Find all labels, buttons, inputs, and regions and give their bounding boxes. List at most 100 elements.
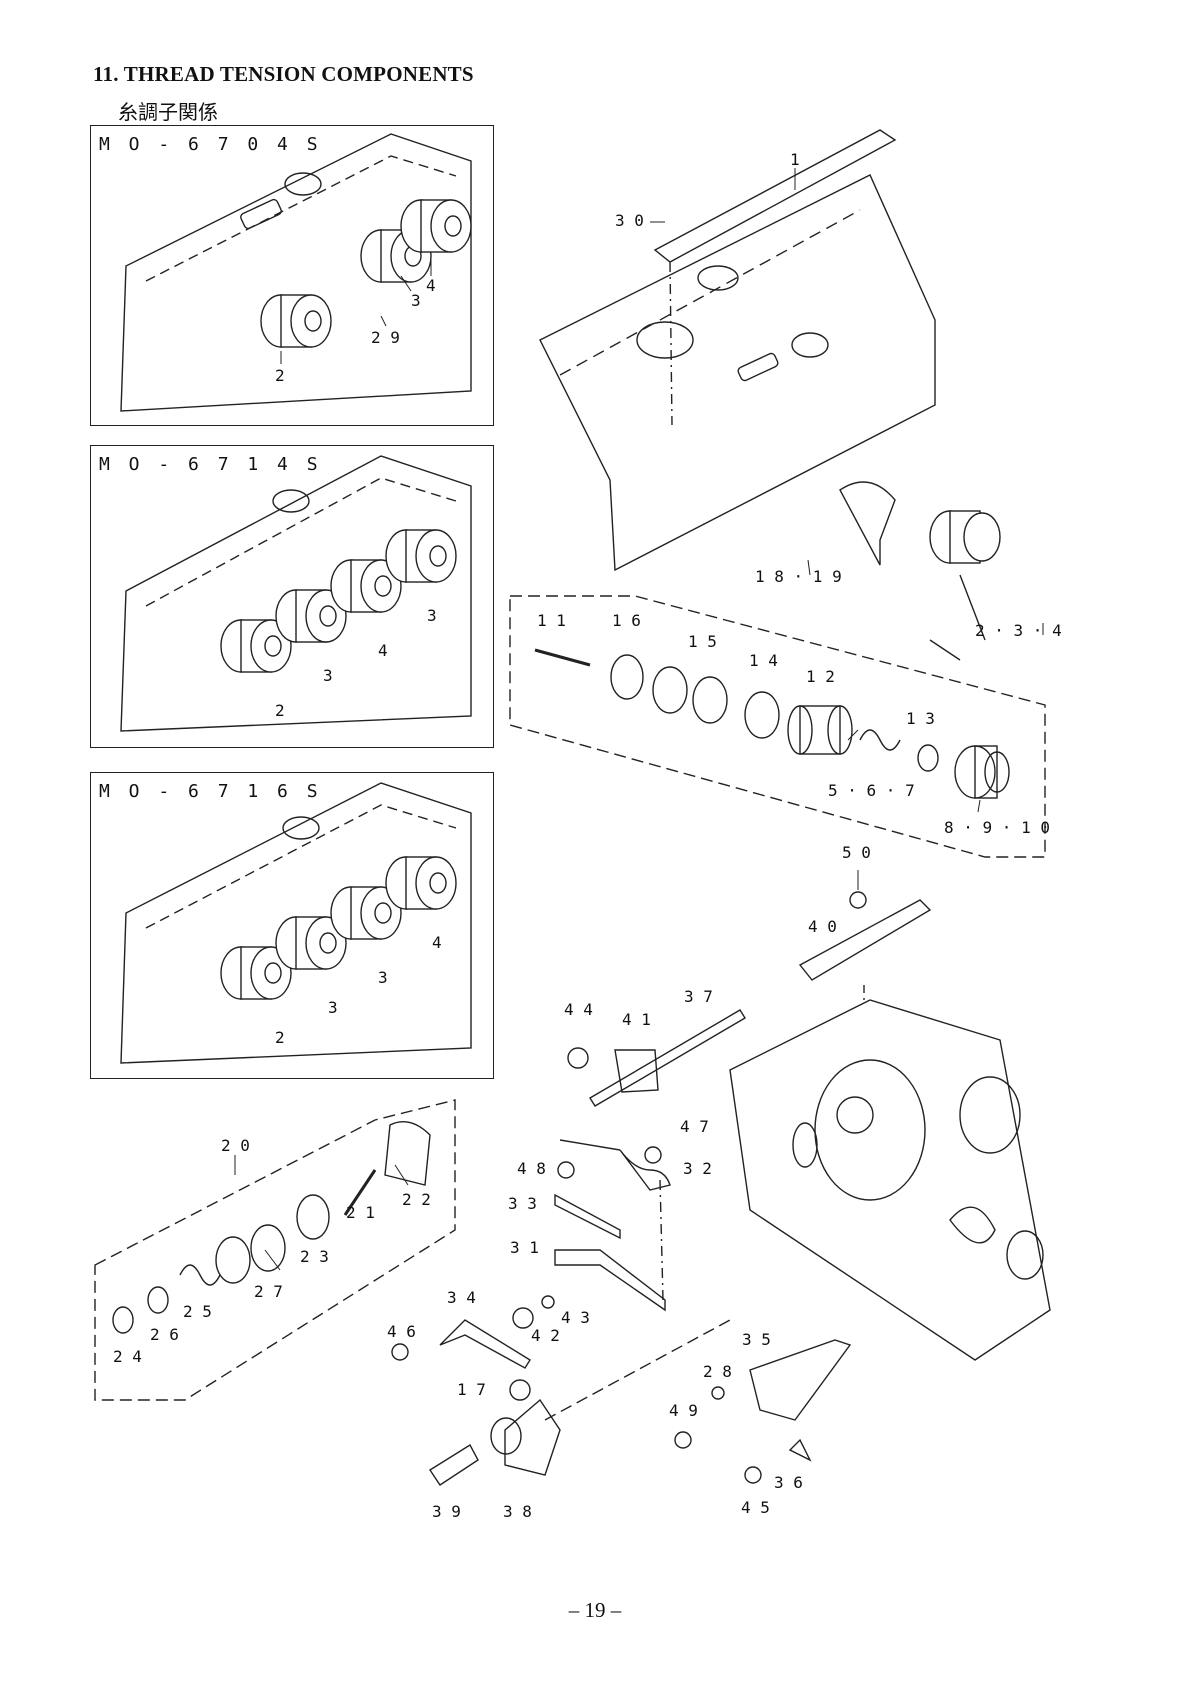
tension-assembly — [275, 589, 347, 643]
part-35 — [749, 1339, 852, 1421]
callout-16: 1 6 — [612, 611, 641, 630]
callout-25: 2 5 — [183, 1302, 212, 1321]
tension-assembly — [260, 294, 332, 348]
panel-drawing: 3 4 3 2 — [120, 455, 472, 732]
tension-exploded-box — [509, 595, 1046, 858]
callout-46: 4 6 — [387, 1322, 416, 1341]
callout-49: 4 9 — [669, 1401, 698, 1420]
top-cover-hole — [697, 265, 739, 291]
cover-outline — [120, 782, 472, 1064]
callout-44: 4 4 — [564, 1000, 593, 1019]
callout-15: 1 5 — [688, 632, 717, 651]
part-34 — [439, 1319, 531, 1369]
part-39 — [429, 1444, 479, 1486]
callout-47: 4 7 — [680, 1117, 709, 1136]
callout-8-9-10: 8 · 9 · 1 0 — [944, 818, 1050, 837]
callout-14: 1 4 — [749, 651, 778, 670]
callout-39: 3 9 — [432, 1502, 461, 1521]
callout-label: 2 — [275, 366, 285, 385]
top-cover-hole — [636, 321, 694, 359]
callout-label: 2 — [275, 1028, 285, 1047]
callout-2-3-4: 2 · 3 · 4 — [975, 621, 1062, 640]
plate-18-19 — [839, 481, 896, 566]
callout-40: 4 0 — [808, 917, 837, 936]
callout-22: 2 2 — [402, 1190, 431, 1209]
callout-48: 4 8 — [517, 1159, 546, 1178]
callout-37: 3 7 — [684, 987, 713, 1006]
callout-label: 4 — [426, 276, 436, 295]
tension-assembly — [385, 529, 457, 583]
plate-1 — [653, 129, 897, 263]
tension-assembly-group — [260, 199, 472, 348]
tension-assembly — [385, 856, 457, 910]
panel-label: M O - 6 7 1 4 S — [99, 454, 322, 475]
panel-drawing: 4 3 3 2 — [120, 782, 472, 1064]
callout-13: 1 3 — [906, 709, 935, 728]
callout-label: 3 — [427, 606, 437, 625]
callout-38: 3 8 — [503, 1502, 532, 1521]
page-number: – 19 – — [568, 1598, 622, 1622]
callout-34: 3 4 — [447, 1288, 476, 1307]
panel-label: M O - 6 7 1 6 S — [99, 781, 322, 802]
panel-drawing: 4 3 2 2 9 — [120, 133, 472, 412]
callout-28: 2 8 — [703, 1362, 732, 1381]
callout-33: 3 3 — [508, 1194, 537, 1213]
part-33 — [554, 1193, 621, 1240]
callout-41: 4 1 — [622, 1010, 651, 1029]
panel-mo-6714s: M O - 6 7 1 4 S 3 4 3 2 — [90, 445, 494, 748]
callout-label: 4 — [378, 641, 388, 660]
callout-17: 1 7 — [457, 1380, 486, 1399]
cover-hole — [284, 172, 322, 196]
callout-26: 2 6 — [150, 1325, 179, 1344]
tension-assembly-group — [220, 856, 457, 1000]
callout-label: 3 — [378, 968, 388, 987]
bracket-40 — [798, 899, 932, 981]
part-38 — [504, 1398, 561, 1476]
callout-21: 2 1 — [346, 1203, 375, 1222]
tension-assembly — [220, 946, 292, 1000]
callout-36: 3 6 — [774, 1473, 803, 1492]
page-subtitle: 糸調子関係 — [118, 100, 218, 124]
callout-label: 3 — [323, 666, 333, 685]
callout-11: 1 1 — [537, 611, 566, 630]
tension-assembly — [400, 199, 472, 253]
callout-label: 4 — [432, 933, 442, 952]
callout-30: 3 0 — [615, 211, 644, 230]
part-32 — [619, 1149, 671, 1191]
cover-edge — [145, 804, 457, 929]
cover-hole — [282, 816, 320, 840]
cover-edge — [145, 477, 457, 607]
callout-43: 4 3 — [561, 1308, 590, 1327]
top-cover-hole — [791, 332, 829, 358]
shaft-37 — [589, 1009, 746, 1107]
callout-31: 3 1 — [510, 1238, 539, 1257]
callout-27: 2 7 — [254, 1282, 283, 1301]
callout-24: 2 4 — [113, 1347, 142, 1366]
callout-32: 3 2 — [683, 1159, 712, 1178]
machine-body — [729, 999, 1051, 1361]
callout-50: 5 0 — [842, 843, 871, 862]
cover-outline — [120, 455, 472, 732]
callout-20: 2 0 — [221, 1136, 250, 1155]
callout-1: 1 — [790, 150, 800, 169]
top-cover — [539, 174, 936, 572]
panel-mo-6716s: M O - 6 7 1 6 S 4 3 3 2 — [90, 772, 494, 1079]
callout-label: 2 9 — [371, 328, 400, 347]
callout-label: 2 — [275, 701, 285, 720]
callout-35: 3 5 — [742, 1330, 771, 1349]
callout-5-6-7: 5 · 6 · 7 — [828, 781, 915, 800]
cover-edge — [145, 155, 457, 282]
cover-slot — [240, 198, 282, 230]
panel-label: M O - 6 7 0 4 S — [99, 134, 322, 155]
callout-18-19: 1 8 · 1 9 — [755, 567, 842, 586]
callout-42: 4 2 — [531, 1326, 560, 1345]
tension-assembly-group — [220, 529, 457, 673]
panel-mo-6704s: M O - 6 7 0 4 S 4 3 2 2 9 — [90, 125, 494, 426]
tension-box-20 — [94, 1099, 456, 1401]
cover-hole — [272, 489, 310, 513]
callout-45: 4 5 — [741, 1498, 770, 1517]
callout-label: 3 — [328, 998, 338, 1017]
page-title: 11. THREAD TENSION COMPONENTS — [93, 62, 474, 86]
cover-outline — [120, 133, 472, 412]
callout-12: 1 2 — [806, 667, 835, 686]
